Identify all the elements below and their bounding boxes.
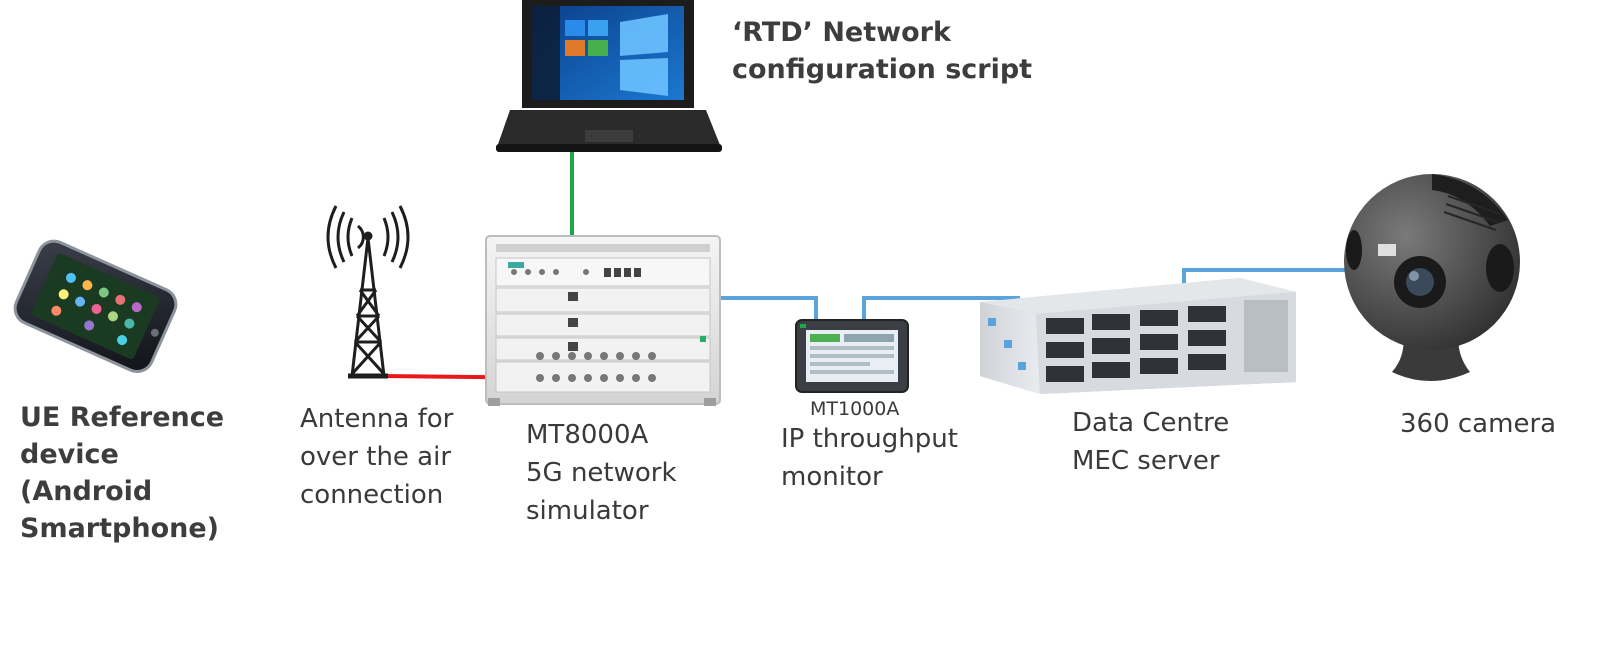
label-360-camera: 360 camera [1400,409,1557,439]
throughput-monitor-icon [795,319,909,393]
antenna-icon [326,205,410,379]
network-simulator-icon [485,235,721,406]
label-simulator: MT8000A 5G network simulator [526,420,677,526]
label-rtd-script: ‘RTD’ Network configuration script [732,17,1033,85]
ip-link-monitor-server [862,296,1020,324]
label-monitor-model: MT1000A [810,398,900,420]
smartphone-icon [13,239,178,373]
label-data-centre: Data Centre MEC server [1072,408,1230,476]
server-rack-icon [980,278,1296,394]
camera-360-icon [1344,174,1520,381]
label-antenna: Antenna for over the air connection [300,404,454,510]
laptop-icon [496,0,722,152]
label-ip-throughput-monitor: IP throughput monitor [781,424,958,492]
label-ue-reference-device: UE Reference device (Android Smartphone) [20,402,225,544]
